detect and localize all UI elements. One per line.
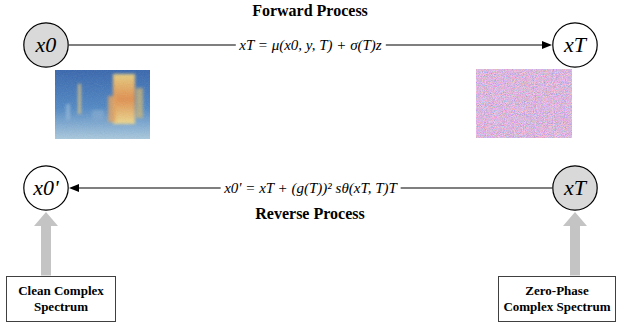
state-circle: xT [552,165,598,211]
state-circle: xT [552,22,598,68]
equation-label: x0' = xT + (g(T))² sθ(xT, T)T [220,180,401,197]
circle-shape [24,166,68,210]
state-symbol: x0 [36,34,57,56]
state-symbol: xT [564,34,586,56]
box-text: Clean Complex Spectrum [11,283,111,316]
box-text: Zero-Phase Complex Spectrum [503,283,611,316]
section-heading: Reverse Process [255,205,364,223]
state-symbol: xT [564,177,586,199]
equation-label: xT = μ(x0, y, T) + σ(T)z [235,37,385,54]
input-box: Zero-Phase Complex Spectrum [498,276,616,323]
spectrogram-ground [55,70,150,139]
spectrogram-texture [55,70,150,139]
input-arrow [570,226,580,276]
circle-shape [553,166,597,210]
noise-spectrogram [476,69,572,138]
section-heading: Forward Process [252,2,368,20]
state-circle: x0' [23,165,69,211]
input-box: Clean Complex Spectrum [6,276,116,323]
input-arrow [41,226,51,276]
circle-shape [24,23,68,67]
circle-shape [553,23,597,67]
state-symbol: x0' [33,177,58,199]
clean-spectrogram [55,70,150,139]
noise-ground [476,69,572,138]
state-circle: x0 [23,22,69,68]
